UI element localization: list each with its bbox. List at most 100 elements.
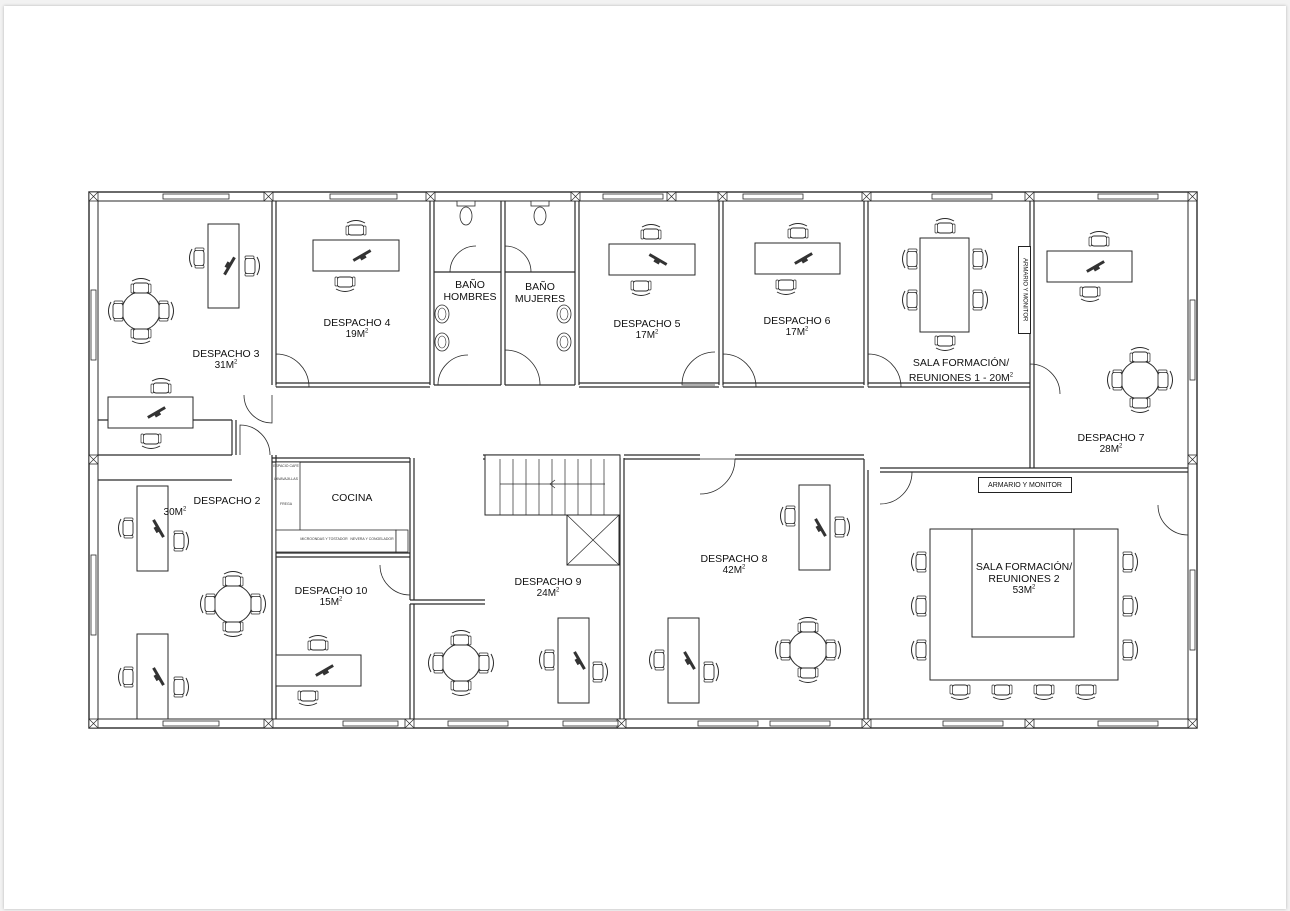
chair-icon: [640, 224, 662, 240]
door-despacho-7: [1029, 363, 1061, 395]
chair-icon: [775, 639, 791, 661]
monitor-icon: [794, 252, 813, 265]
sink-icon: [437, 307, 447, 321]
desk: [667, 617, 700, 704]
desk: [275, 654, 362, 687]
window: [342, 720, 399, 727]
chair-icon: [649, 649, 665, 671]
stair-arrow-head: [549, 479, 556, 489]
round-table: [121, 291, 161, 331]
column-x: [88, 191, 99, 202]
kitchen-annotation: FREGA: [279, 502, 293, 506]
column-x: [861, 191, 872, 202]
stairs: [484, 454, 621, 516]
column-x: [1187, 191, 1198, 202]
chair-icon: [478, 652, 494, 674]
monitor-icon: [648, 253, 668, 266]
chair-icon: [150, 378, 172, 394]
window: [1097, 193, 1159, 200]
chair-icon: [297, 690, 319, 706]
desk: [136, 633, 169, 720]
desk: [798, 484, 831, 571]
column-x: [263, 191, 274, 202]
column-x: [666, 191, 677, 202]
chair-icon: [130, 278, 152, 294]
chair-icon: [1122, 639, 1138, 661]
monitor-icon: [814, 518, 827, 537]
chair-icon: [189, 247, 205, 269]
chair-icon: [972, 248, 988, 270]
room-label-despacho-10: DESPACHO 10 15M2: [294, 585, 368, 608]
chair-icon: [1129, 347, 1151, 363]
window: [697, 720, 759, 727]
desk: [107, 396, 194, 429]
window: [942, 720, 1004, 727]
door-cocina: [379, 564, 411, 596]
chair-icon: [118, 517, 134, 539]
chair-icon: [222, 571, 244, 587]
room-label-cocina: COCINA: [331, 492, 373, 504]
chair-icon: [1107, 369, 1123, 391]
column-x: [404, 718, 415, 729]
kitchen-annotation: MICROONDAS Y TOSTADOR: [300, 537, 348, 541]
chair-icon: [825, 639, 841, 661]
chair-icon: [1129, 397, 1151, 413]
door-sala-2: [879, 471, 913, 505]
floor-plan-drawing: [88, 191, 1198, 729]
room-label-despacho-7: DESPACHO 7 28M2: [1077, 432, 1145, 455]
window: [329, 193, 398, 200]
chair-icon: [1088, 231, 1110, 247]
window: [162, 720, 220, 727]
door-despacho-4: [275, 353, 310, 388]
room-label-despacho-3: DESPACHO 3 31M2: [192, 348, 260, 371]
chair-icon: [200, 593, 216, 615]
desk: [1046, 250, 1133, 283]
chair-icon: [592, 661, 608, 683]
door-bano-mujeres: [504, 349, 541, 386]
chair-icon: [428, 652, 444, 674]
room-label-sala-formacion-2: SALA FORMACIÓN/ REUNIONES 2 53M2: [975, 561, 1073, 596]
sink-icon: [437, 335, 447, 349]
room-label-sala-formacion-1: SALA FORMACIÓN/ REUNIONES 1 - 20M2: [908, 357, 1014, 384]
monitor-icon: [147, 406, 166, 419]
sink-icon: [559, 335, 569, 349]
chair-icon: [775, 279, 797, 295]
chair-icon: [949, 684, 971, 700]
room-label-despacho-6: DESPACHO 6 17M2: [763, 315, 831, 338]
room-label-despacho-4: DESPACHO 4 19M2: [323, 317, 391, 340]
window: [562, 720, 619, 727]
kitchen-counter: [275, 529, 397, 553]
chair-icon: [118, 666, 134, 688]
desk: [136, 485, 169, 572]
room-label-despacho-8: DESPACHO 8 42M2: [700, 553, 768, 576]
monitor-icon: [315, 664, 334, 677]
kitchen-annotation: ESPACIO CAFE: [273, 464, 299, 468]
chair-icon: [130, 328, 152, 344]
chair-icon: [1157, 369, 1173, 391]
door-exterior: [1157, 504, 1189, 536]
round-table: [213, 584, 253, 624]
window: [90, 289, 97, 361]
toilet-icon: [533, 206, 547, 226]
column-x: [88, 718, 99, 729]
desk: [754, 242, 841, 275]
column-x: [616, 718, 627, 729]
chair-icon: [345, 220, 367, 236]
plan-group: [88, 191, 1198, 729]
window: [769, 720, 831, 727]
chair-icon: [140, 433, 162, 449]
toilet-tank: [530, 200, 550, 207]
window: [1189, 299, 1196, 381]
round-table: [788, 630, 828, 670]
kitchen-annotation: LAVAVAJILLAS: [274, 477, 298, 481]
chair-icon: [1122, 551, 1138, 573]
monitor-icon: [573, 651, 586, 670]
chair-icon: [911, 551, 927, 573]
chair-icon: [911, 639, 927, 661]
kitchen-annotation: NEVERA Y CONGELADOR: [350, 537, 394, 541]
door-despacho-2: [239, 424, 271, 456]
chair-icon: [630, 280, 652, 296]
window: [931, 193, 993, 200]
door-despacho-3: [243, 394, 273, 424]
